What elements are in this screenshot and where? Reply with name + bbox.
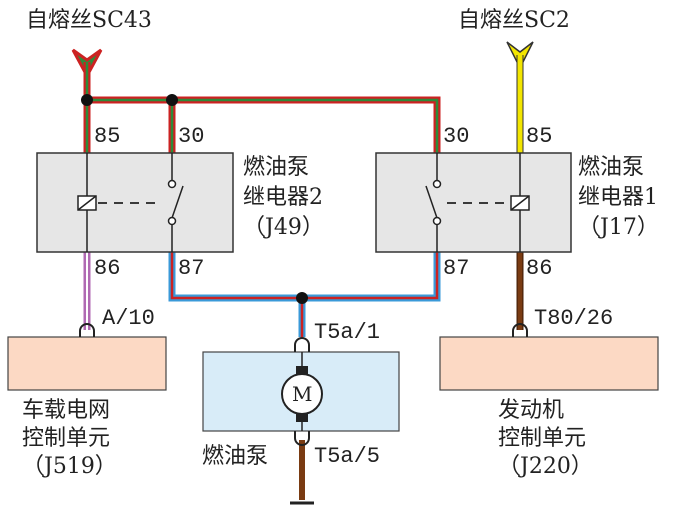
- relay2-pin-87: 87: [178, 256, 205, 281]
- wire-sc43-feed: [71, 48, 103, 100]
- relay2-switch-icon: [171, 185, 184, 219]
- motor-letter: M: [292, 382, 313, 406]
- relay2-box: [36, 152, 234, 253]
- relay2-name-line2: 继电器2: [243, 185, 323, 210]
- engine-code: （J220）: [498, 454, 593, 479]
- engine-connector-label: T80/26: [534, 306, 614, 331]
- relay1-name-line1: 燃油泵: [578, 155, 645, 180]
- onboard-connector-label: A/10: [102, 306, 155, 331]
- wire-30-bus: [87, 96, 441, 153]
- engine-name-line2: 控制单元: [498, 426, 587, 451]
- relay1-name-line2: 继电器1: [578, 185, 658, 210]
- relay1-pin-85: 85: [526, 124, 553, 149]
- relay1-switch-icon: [425, 185, 438, 219]
- engine-control-unit-box: [439, 336, 659, 391]
- onboard-control-unit-box: [7, 336, 167, 391]
- junction-dot: [166, 94, 178, 106]
- onboard-name-line2: 控制单元: [22, 426, 111, 451]
- motor-icon: [281, 352, 323, 431]
- relay2-pin-86: 86: [94, 256, 121, 281]
- pump-connector-bottom-label: T5a/5: [314, 444, 381, 469]
- connector-t5a1-icon: [294, 337, 310, 352]
- connector-t5a5-icon: [294, 431, 310, 446]
- wire-sc2-feed: [506, 41, 534, 153]
- wire-pump-ground: [290, 440, 314, 505]
- onboard-code: （J519）: [22, 454, 117, 479]
- junction-dot: [81, 94, 93, 106]
- relay1-code: （J17）: [578, 215, 659, 240]
- junction-dot: [296, 292, 308, 304]
- relay1-pin-86: 86: [526, 256, 553, 281]
- pump-connector-top-label: T5a/1: [314, 320, 381, 345]
- relay1-pin-87: 87: [443, 256, 470, 281]
- connector-t80-icon: [512, 323, 528, 337]
- relay1-box: [375, 152, 572, 253]
- connector-a10-icon: [79, 323, 95, 337]
- pump-name: 燃油泵: [202, 444, 269, 469]
- relay2-name-line1: 燃油泵: [243, 155, 310, 180]
- onboard-name-line1: 车载电网: [22, 398, 111, 423]
- relay2-pin-30: 30: [178, 124, 205, 149]
- relay1-pin-30: 30: [443, 124, 470, 149]
- relay2-code: （J49）: [243, 215, 324, 240]
- fuse-sc2-label: 自熔丝SC2: [458, 8, 570, 33]
- engine-name-line1: 发动机: [498, 398, 565, 423]
- relay2-pin-85: 85: [94, 124, 121, 149]
- fuse-sc43-label: 自熔丝SC43: [26, 8, 152, 33]
